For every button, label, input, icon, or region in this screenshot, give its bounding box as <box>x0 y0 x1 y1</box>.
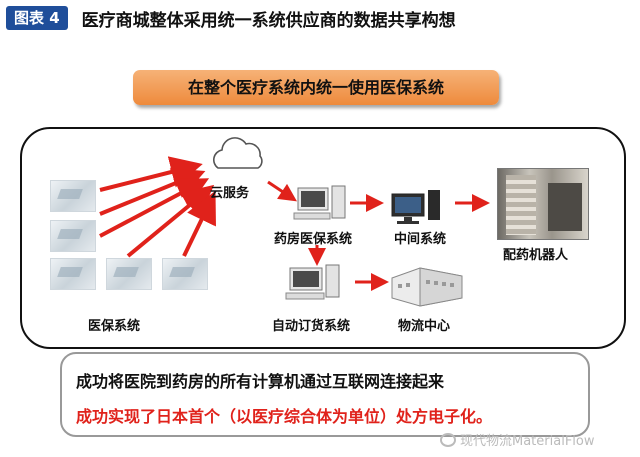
pharmacy-label: 药房医保系统 <box>274 232 353 247</box>
watermark: 现代物流MaterialFlow <box>440 430 595 449</box>
insurance-label: 医保系统 <box>88 319 141 334</box>
middle-computer-icon <box>391 190 440 224</box>
cloud-icon <box>213 137 263 169</box>
diagram-frame <box>20 127 626 349</box>
result-line-1: 成功将医院到药房的所有计算机通过互联网连接起来 <box>76 372 445 391</box>
logistics-label: 物流中心 <box>398 319 451 334</box>
hospital-photo <box>50 180 96 212</box>
ordering-computer-icon <box>285 264 340 300</box>
figure-title: 医疗商城整体采用统一系统供应商的数据共享构想 <box>81 10 456 31</box>
hospital-to-cloud-arrows <box>99 156 216 258</box>
dispensing-robot-photo <box>497 168 589 240</box>
hospital-photo <box>162 258 208 290</box>
watermark-icon <box>440 433 456 447</box>
ordering-label: 自动订货系统 <box>272 319 351 334</box>
cloud-label: 云服务 <box>210 186 250 201</box>
logistics-building-icon <box>391 267 463 307</box>
hospital-photo <box>106 258 152 290</box>
figure-header: 图表 4 医疗商城整体采用统一系统供应商的数据共享构想 <box>6 6 456 31</box>
robot-label: 配药机器人 <box>503 248 569 263</box>
hospital-photo <box>50 220 96 252</box>
hospital-photo <box>50 258 96 290</box>
result-line-2: 成功实现了日本首个（以医疗综合体为单位）处方电子化。 <box>76 407 493 426</box>
figure-badge: 图表 4 <box>6 6 68 30</box>
watermark-text: 现代物流MaterialFlow <box>460 434 595 449</box>
result-box <box>60 352 590 437</box>
banner: 在整个医疗系统内统一使用医保系统 <box>133 70 499 105</box>
cloud-to-pharmacy-arrow <box>267 180 297 202</box>
middle-label: 中间系统 <box>394 232 447 247</box>
pharmacy-computer-icon <box>293 185 346 220</box>
